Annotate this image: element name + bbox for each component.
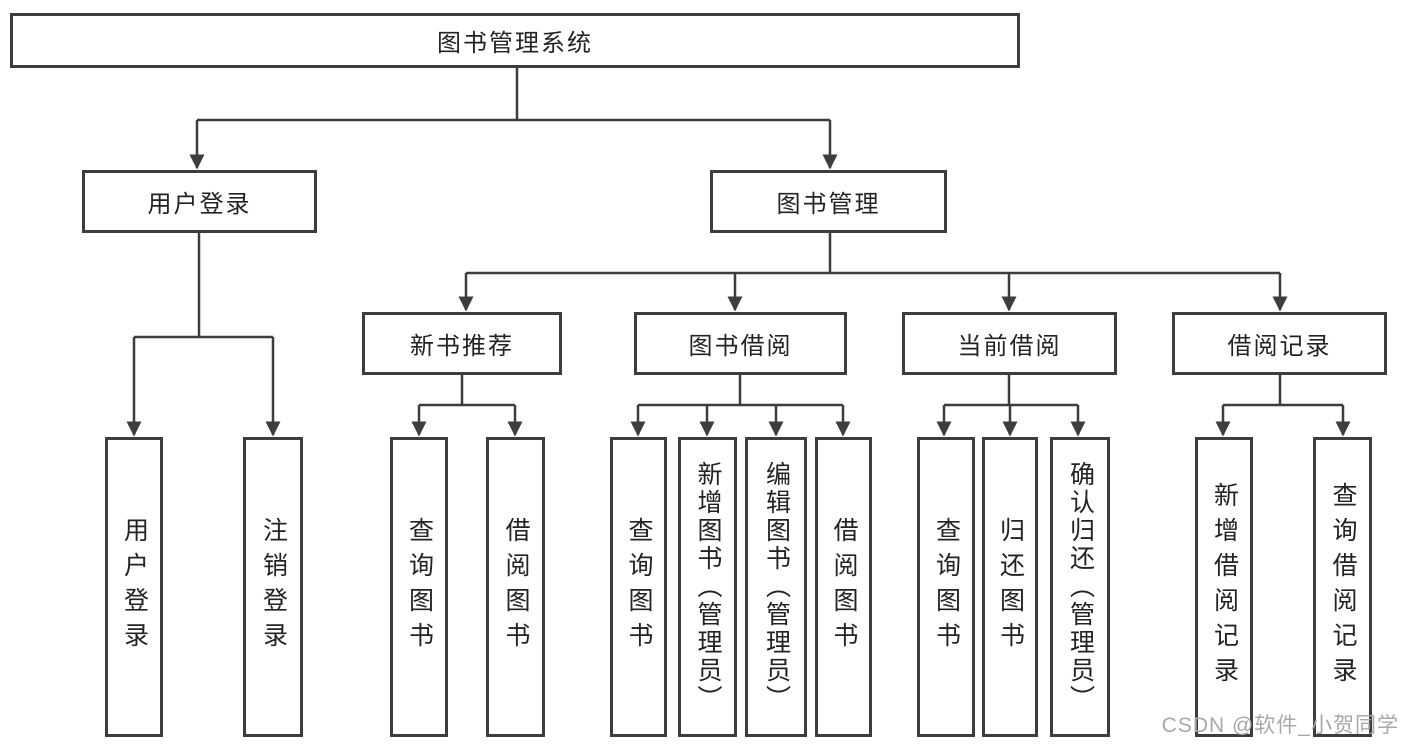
leaf-user-login: 用户登录 [105, 437, 163, 737]
node-root: 图书管理系统 [10, 13, 1020, 68]
node-new-book-recommend: 新书推荐 [362, 312, 562, 375]
node-current-borrow-label: 当前借阅 [957, 333, 1062, 360]
leaf-query-books-c: 查询图书 [917, 437, 975, 737]
node-book-borrow-label: 图书借阅 [688, 333, 793, 360]
node-user-login-label: 用户登录 [147, 191, 252, 218]
node-borrow-records-label: 借阅记录 [1227, 333, 1332, 360]
connector-group [126, 68, 1351, 437]
leaf-return-book-label: 归还图书 [996, 517, 1025, 657]
node-root-label: 图书管理系统 [437, 30, 593, 57]
leaf-add-book-admin: 新增图书（管理员） [678, 437, 737, 737]
connector-rails [134, 68, 1343, 407]
leaf-add-book-admin-label: 新增图书（管理员） [694, 461, 722, 713]
leaf-borrow-books-a-label: 借阅图书 [502, 517, 530, 657]
leaf-confirm-return-admin: 确认归还（管理员） [1050, 437, 1110, 737]
leaf-borrow-books-b-label: 借阅图书 [830, 517, 858, 657]
leaf-query-borrow-record: 查询借阅记录 [1313, 437, 1372, 737]
leaf-query-books-a-label: 查询图书 [405, 517, 434, 657]
node-current-borrow: 当前借阅 [902, 312, 1117, 375]
leaf-borrow-books-a: 借阅图书 [486, 437, 545, 737]
leaf-return-book: 归还图书 [982, 437, 1038, 737]
leaf-logout: 注销登录 [243, 437, 303, 737]
leaf-query-books-b: 查询图书 [610, 437, 667, 737]
node-book-borrow: 图书借阅 [634, 312, 847, 375]
leaf-edit-book-admin: 编辑图书（管理员） [745, 437, 807, 737]
leaf-confirm-return-admin-label: 确认归还（管理员） [1066, 461, 1095, 713]
node-user-login: 用户登录 [82, 170, 317, 233]
leaf-add-borrow-record: 新增借阅记录 [1195, 437, 1253, 737]
node-borrow-records: 借阅记录 [1172, 312, 1387, 375]
leaf-user-login-label: 用户登录 [120, 517, 149, 657]
leaf-query-books-a: 查询图书 [390, 437, 448, 737]
node-book-management: 图书管理 [710, 170, 947, 233]
leaf-add-borrow-record-label: 新增借阅记录 [1210, 482, 1239, 692]
node-book-management-label: 图书管理 [776, 191, 881, 218]
leaf-edit-book-admin-label: 编辑图书（管理员） [762, 461, 791, 713]
leaf-logout-label: 注销登录 [259, 517, 288, 657]
node-new-book-recommend-label: 新书推荐 [410, 333, 514, 360]
leaf-query-books-b-label: 查询图书 [625, 517, 653, 657]
leaf-query-borrow-record-label: 查询借阅记录 [1329, 482, 1357, 692]
leaf-borrow-books-b: 借阅图书 [815, 437, 872, 737]
leaf-query-books-c-label: 查询图书 [932, 517, 961, 657]
csdn-watermark: CSDN @软件_小贺同学 [1161, 714, 1399, 737]
